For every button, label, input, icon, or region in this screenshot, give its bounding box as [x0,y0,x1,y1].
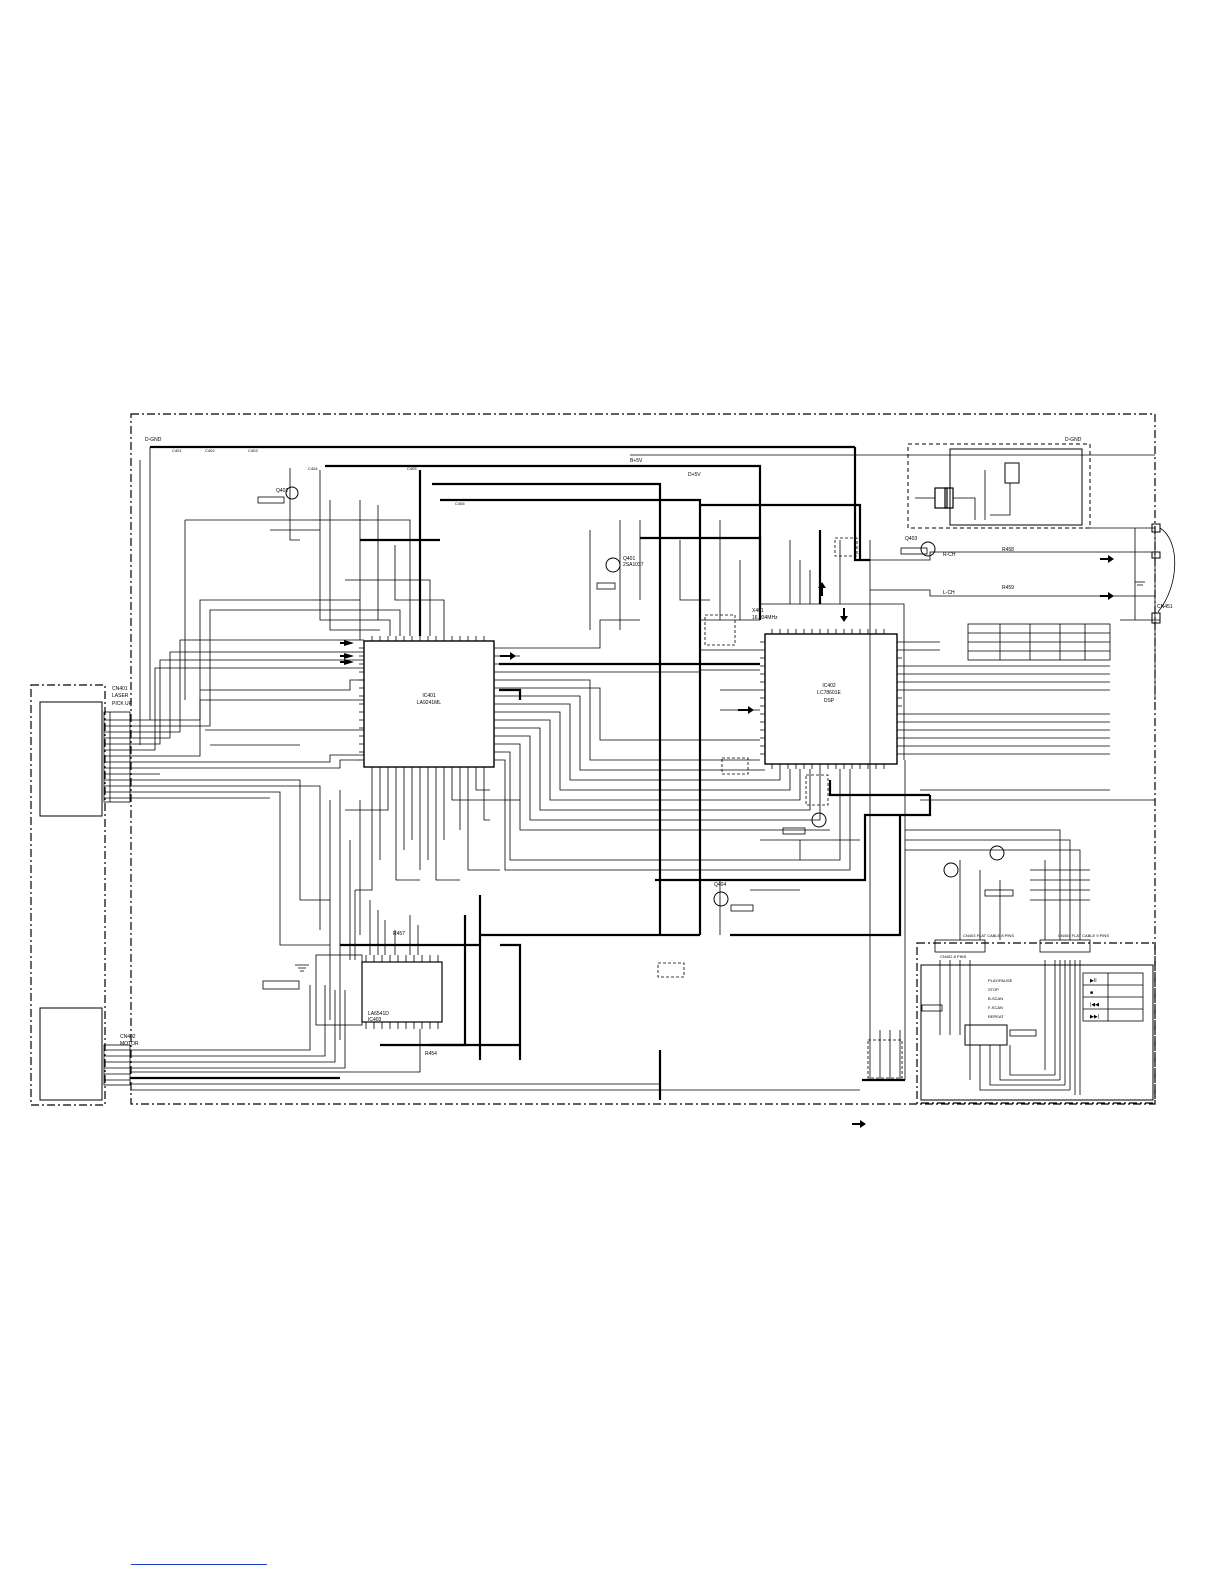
arrow-in-2 [340,653,354,659]
q405-symbol [811,812,827,828]
motor-connector-label: CN402 [120,1034,136,1040]
ic402-body [764,633,898,765]
output-table-grid [967,623,1111,661]
symbol-back-skip: |◀◀ [1090,1002,1099,1008]
l-ch-label: L-CH [943,590,955,596]
q403-symbol [920,541,936,557]
pickup-laser-label: LASER [112,693,129,699]
cn-mid-label: CN402 8 PINS [940,954,967,959]
ic403-ref-label: IC403 [368,1017,382,1023]
q402-symbol [285,486,299,500]
q402-label: Q402 [276,488,288,494]
arrow-up-1 [818,582,826,596]
arrow-out-r [1100,555,1114,563]
cn402-pins [103,1044,131,1086]
flat-cable-2-label: CN404 FLAT CABLE 9 PINS [1058,933,1109,938]
switch-play-label: PLAY/PAUSE [988,978,1013,983]
arrow-in-1 [340,640,354,646]
d-gnd-right-label: D-GND [1065,437,1082,443]
cn401-pins [103,711,131,803]
pickup-unit-label: PICK UP [112,701,133,707]
d-line-label: D+5V [688,472,701,478]
q404-symbol [713,891,729,907]
keypad-block [916,942,1156,1104]
b-line-label: B+5V [630,458,643,464]
switch-fscan-label: F-SCAN [988,1005,1003,1010]
symbol-stop: ■ [1090,990,1093,996]
ic402-dsp-label: DSP [824,698,835,704]
r459-label: R459 [1002,585,1014,591]
switch-bscan-label: B-SCAN [988,996,1003,1001]
pickup-connector-label: CN401 [112,686,128,692]
symbol-play-pause: ▶II [1090,978,1097,984]
q401-label: Q401 [623,556,635,562]
keypad-inner [920,964,1154,1101]
arrow-down-1 [840,608,848,622]
ic401-pins-top [359,636,499,772]
arrow-mid-1 [500,652,516,660]
r454-label: R454 [425,1051,437,1057]
q403-label: Q403 [905,536,917,542]
q401-symbol [605,557,621,573]
c405-label: C405 [407,466,417,471]
c403-label: C403 [248,448,258,453]
r457-label: R457 [393,931,405,937]
motor-inner [39,1007,103,1101]
ic402-part-label: LC78601E [817,690,841,696]
arrow-in-3 [340,659,354,665]
output-block [907,443,1091,529]
motor-label: MOTOR [120,1041,139,1047]
r-ch-label: R-CH [943,552,956,558]
d-gnd-left-label: D-GND [145,437,162,443]
switch-stop-label: STOP [988,987,999,992]
c402-label: C402 [205,448,215,453]
symbol-table-grid [1082,972,1144,1022]
pickup-block [30,684,106,1106]
ic403-part-label: LA6541D [368,1011,389,1017]
legend-arrow-icon [852,1120,866,1128]
ic401-ref-label: IC401 [422,693,436,699]
r458-label: R458 [1002,547,1014,553]
c401-label: C401 [172,448,182,453]
q406-symbol [943,862,959,878]
x401-label: X401 [752,608,764,614]
arrow-out-l [1100,592,1114,600]
q401-part-label: 2SA1037 [623,562,644,568]
arrow-mid-2 [738,706,754,714]
ic402-ref-label: IC402 [822,683,836,689]
switch-repeat-label: REPEAT [988,1014,1004,1019]
c404-label: C404 [308,466,318,471]
ic401-part-label: LA9241ML [417,700,441,706]
symbol-forward-skip: ▶▶| [1090,1014,1099,1020]
c406-label: C406 [455,501,465,506]
x401-freq-label: 16.934MHz [752,615,778,621]
out-jack-label: CN451 [1157,604,1173,610]
q404-label: Q404 [714,882,726,888]
flat-cable-1-label: CN403 FLAT CABLE 8 PINS [963,933,1014,938]
pickup-inner [39,701,103,817]
q407-symbol [989,845,1005,861]
board-outline [130,413,1156,1105]
footer-link-line[interactable] [131,1564,267,1565]
ic402-pins [760,629,902,769]
